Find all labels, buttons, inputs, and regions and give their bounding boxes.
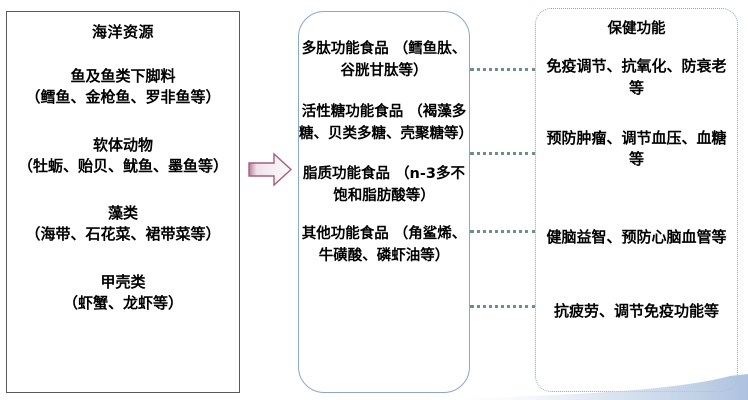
middle-group-peptide: 多肽功能食品 （鳕鱼肽、谷胱甘肽等） [299,38,469,82]
middle-group-peptide-sub: （鳕鱼肽、谷胱甘肽等） [340,41,467,80]
left-group-mollusks: 软体动物 （牡蛎、贻贝、鱿鱼、墨鱼等） [7,135,239,178]
left-group-fish: 鱼及鱼类下脚料 （鳕鱼、金枪鱼、罗非鱼等） [7,66,239,109]
middle-group-other: 其他功能食品 （角鲨烯、牛磺酸、磷虾油等） [299,223,469,267]
middle-group-lipid: 脂质功能食品 （n-3多不饱和脂肪酸等） [299,163,469,207]
middle-panel-functional-foods: 多肽功能食品 （鳕鱼肽、谷胱甘肽等） 活性糖功能食品 （褐藻多糖、贝类多糖、壳聚… [298,11,473,393]
connector-line-2 [470,152,536,155]
left-panel-marine-resources: 海洋资源 鱼及鱼类下脚料 （鳕鱼、金枪鱼、罗非鱼等） 软体动物 （牡蛎、贻贝、鱿… [6,11,240,393]
connector-line-4 [470,305,536,308]
right-item-immunity: 免疫调节、抗氧化、防衰老等 [546,57,727,97]
middle-group-other-head: 其他功能食品 [301,226,389,243]
middle-group-lipid-head: 脂质功能食品 [303,166,390,183]
left-group-algae-sub: （海带、石花菜、裙带菜等） [25,225,221,244]
connector-line-1 [470,68,536,71]
right-item-brain-cardiovascular: 健脑益智、预防心脑血管等 [546,228,727,246]
left-group-crustaceans: 甲壳类 （虾蟹、龙虾等） [7,272,239,315]
middle-group-peptide-head: 多肽功能食品 [301,41,389,57]
middle-group-polysaccharide: 活性糖功能食品 （褐藻多糖、贝类多糖、壳聚糖等） [299,101,473,145]
connector-line-3 [470,230,536,233]
left-group-crustaceans-sub: （虾蟹、龙虾等） [62,294,183,313]
right-panel-health-functions: 保健功能 免疫调节、抗氧化、防衰老等 预防肿瘤、调节血压、血糖等 健脑益智、预防… [535,8,738,392]
left-group-crustaceans-head: 甲壳类 [100,272,146,291]
middle-group-other-sub: （角鲨烯、牛磺酸、磷虾油等） [318,226,467,265]
left-group-mollusks-head: 软体动物 [92,135,153,154]
left-group-fish-sub: （鳕鱼、金枪鱼、罗非鱼等） [25,88,221,107]
left-group-algae-head: 藻类 [107,204,138,223]
middle-group-polysaccharide-head: 活性糖功能食品 [301,104,404,121]
right-item-tumor-bloodpressure: 预防肿瘤、调节血压、血糖等 [546,128,727,169]
right-item-antifatigue: 抗疲劳、调节免疫功能等 [553,301,719,320]
left-group-fish-head: 鱼及鱼类下脚料 [70,67,176,85]
right-panel-title: 保健功能 [607,21,666,37]
left-panel-title: 海洋资源 [91,23,154,41]
middle-group-lipid-sub: （n-3多不饱和脂肪酸等） [333,166,465,205]
left-group-algae: 藻类 （海带、石花菜、裙带菜等） [7,203,239,246]
middle-group-polysaccharide-sub: （褐藻多糖、贝类多糖、壳聚糖等） [299,104,473,143]
left-group-mollusks-sub: （牡蛎、贻贝、鱿鱼、墨鱼等） [17,156,228,175]
right-arrow-icon [247,152,293,187]
